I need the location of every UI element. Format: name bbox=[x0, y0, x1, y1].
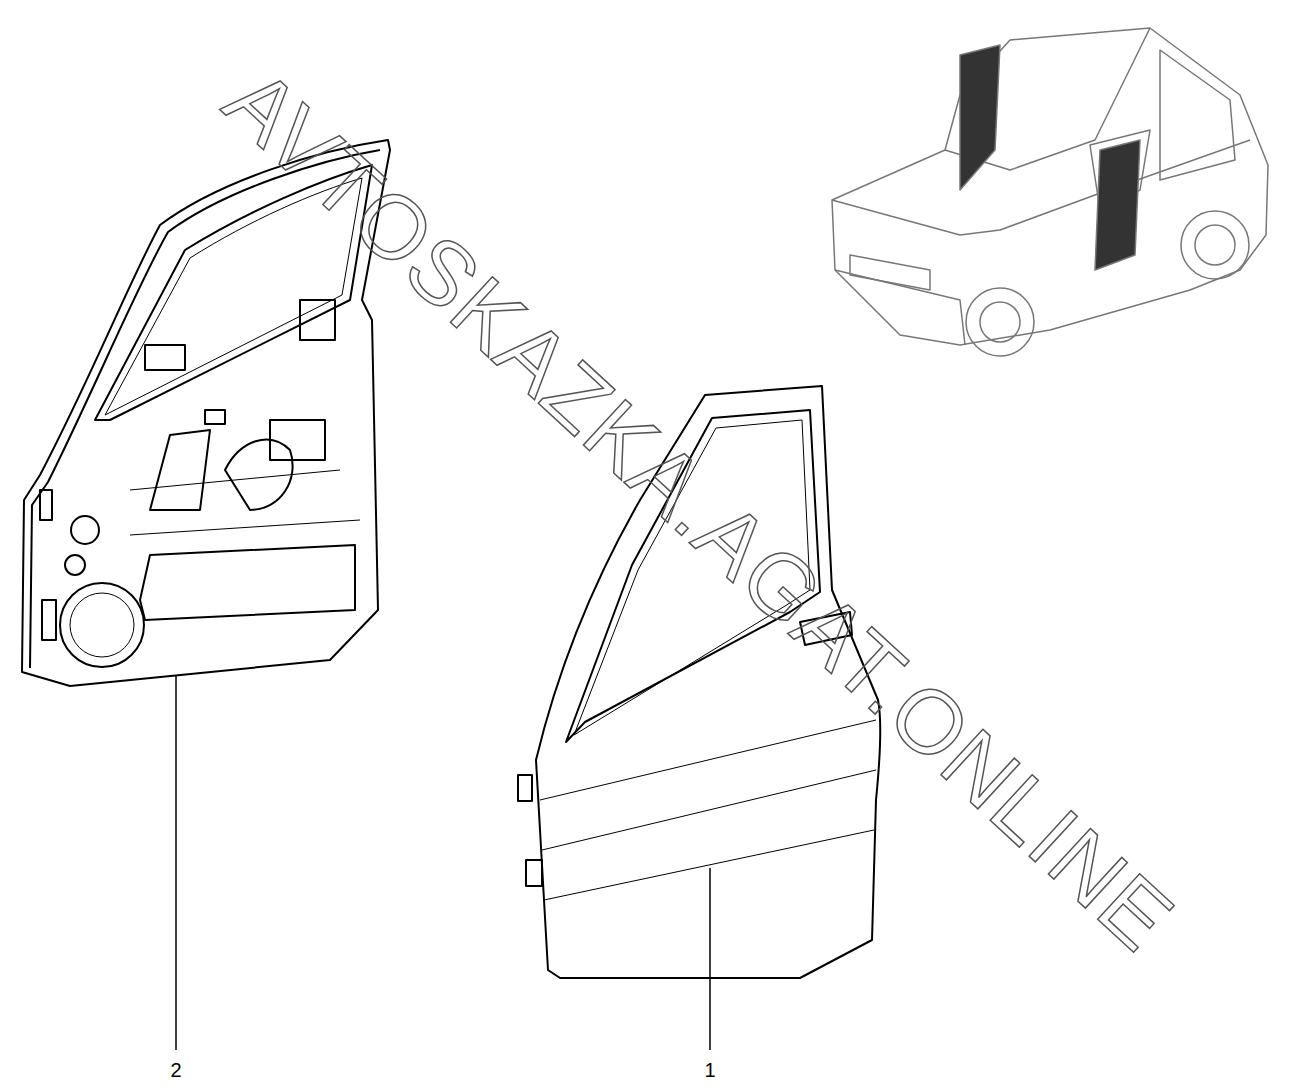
vehicle-thumbnail bbox=[832, 28, 1268, 356]
leader-line bbox=[175, 676, 177, 1050]
watermark: AVTOSKAZKA.AGAT.ONLINE bbox=[210, 53, 1189, 966]
leader-line bbox=[709, 868, 711, 1050]
callout-number: 1 bbox=[704, 1060, 715, 1080]
callout-number: 2 bbox=[170, 1060, 181, 1080]
